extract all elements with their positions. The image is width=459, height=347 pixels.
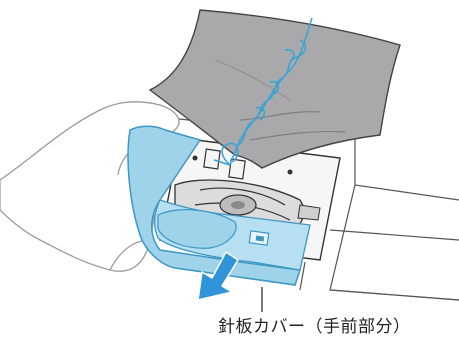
- needle-plate-cover-label: 針板カバー（手前部分）: [218, 317, 411, 337]
- thread: [213, 17, 313, 166]
- arrow-down-left-icon: [197, 251, 239, 301]
- needle-plate-cover: [127, 125, 311, 286]
